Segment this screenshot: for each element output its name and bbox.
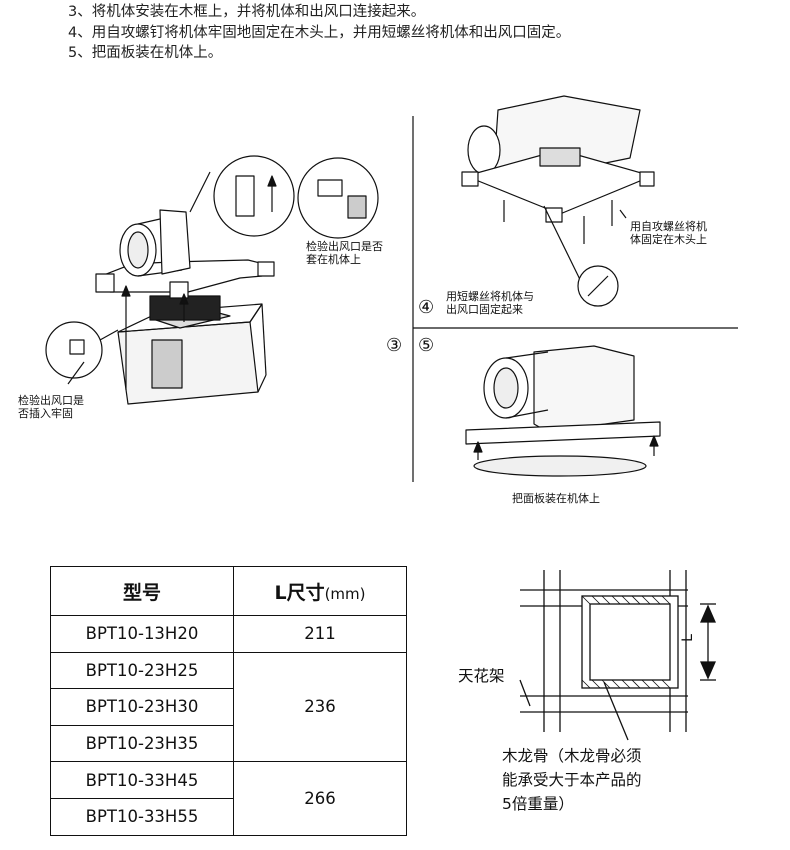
step-3-text: 3、将机体安装在木框上，并将机体和出风口连接起来。 (68, 4, 426, 20)
instruction-steps: 3、将机体安装在木框上，并将机体和出风口连接起来。 4、用自攻螺钉将机体牢固地固… (68, 2, 570, 64)
label-check-outlet-top: 检验出风口是否 套在机体上 (306, 240, 383, 266)
outlet-duct-left (119, 209, 191, 277)
size-cell: 211 (233, 615, 407, 653)
fan-body-left (117, 295, 267, 405)
model-cell: BPT10-33H45 (50, 761, 234, 799)
step-number-5: ⑤ (418, 335, 435, 356)
label-short-screw: 用短螺丝将机体与 出风口固定起来 (446, 290, 534, 316)
label-joist-note: 木龙骨（木龙骨必须 能承受大于本产品的 5倍重量） (502, 747, 642, 813)
label-dimension-l: L (679, 634, 696, 642)
model-cell: BPT10-33H55 (50, 797, 234, 836)
ceiling-frame-diagram (519, 570, 716, 741)
step-number-4: ④ (418, 297, 435, 318)
model-cell: BPT10-23H30 (50, 688, 234, 726)
model-cell: BPT10-23H35 (50, 724, 234, 763)
model-cell: BPT10-23H25 (50, 651, 234, 690)
fan-panel-right (465, 345, 661, 477)
label-ceiling-frame: 天花架 (458, 667, 505, 685)
table-row: BPT10-33H45 266 (50, 761, 407, 836)
header-model: 型号 (50, 566, 234, 616)
fan-top-right (461, 95, 655, 307)
size-cell: 236 (233, 651, 407, 763)
size-cell: 266 (233, 761, 407, 836)
model-cell: BPT10-13H20 (50, 615, 234, 653)
table-row: BPT10-13H20 211 (50, 615, 407, 653)
label-check-outlet-left: 检验出风口是 否插入牢固 (18, 394, 84, 420)
header-size: L尺寸(mm) (233, 566, 407, 616)
step-4-text: 4、用自攻螺钉将机体牢固地固定在木头上，并用短螺丝将机体和出风口固定。 (68, 24, 571, 41)
label-panel-install: 把面板装在机体上 (512, 492, 600, 505)
label-self-tap-screw: 用自攻螺丝将机 体固定在木头上 (630, 220, 707, 246)
table-row: BPT10-33H55 (50, 797, 407, 836)
size-spec-table: 型号 L尺寸(mm) BPT10-13H20 211 BPT10-23H25 2… (50, 566, 407, 836)
table-header-row: 型号 L尺寸(mm) (50, 566, 407, 616)
table-row: BPT10-23H30 (50, 688, 407, 726)
step-5-text: 5、把面板装在机体上。 (68, 45, 223, 61)
step-number-3: ③ (386, 335, 403, 356)
table-row: BPT10-23H25 236 (50, 651, 407, 763)
table-row: BPT10-23H35 (50, 724, 407, 763)
